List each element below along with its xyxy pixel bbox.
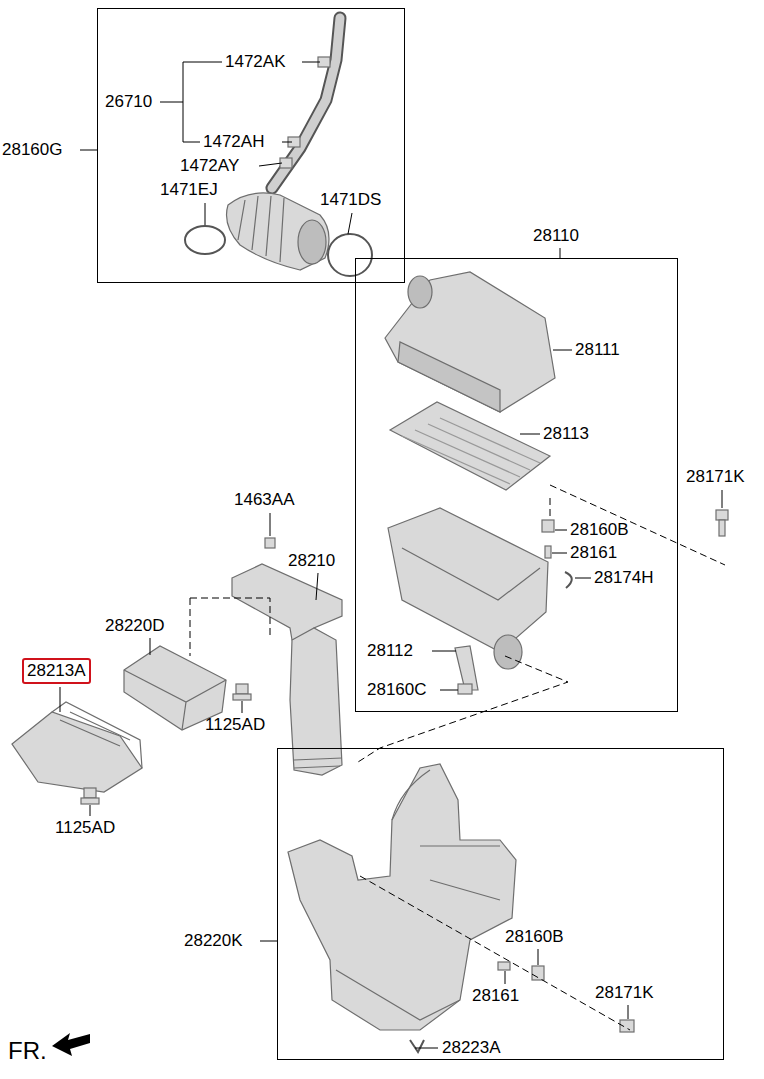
callout-number: 28160C [367, 679, 427, 701]
callout-number: 26710 [105, 91, 152, 113]
callout-number: 1125AD [205, 714, 265, 736]
group-number: 28220K [184, 930, 243, 952]
callout-number: 28210 [288, 550, 335, 572]
callout-number: 28111 [575, 339, 620, 361]
callout-number: 1471DS [320, 189, 381, 211]
group-frame: 28220K [277, 748, 724, 1060]
direction-label: FR. [8, 1036, 47, 1066]
highlight-box: 28213A [22, 658, 91, 684]
callout-number: 28160B [570, 519, 629, 541]
callout-number: 28113 [543, 423, 589, 445]
callout-number: 28161 [472, 985, 519, 1007]
callout-number: 28220D [105, 615, 165, 637]
callout-number: 28160B [505, 926, 564, 948]
callout-number: 28223A [442, 1037, 501, 1059]
callout-number: 1472AY [180, 155, 239, 177]
callout-number: 1472AH [203, 131, 264, 153]
callout-number: 28174H [594, 567, 654, 589]
callout-number: 28161 [570, 542, 617, 564]
callout-number: 28171K [686, 466, 745, 488]
callout-number: 28171K [595, 982, 654, 1004]
callout-number: 1471EJ [160, 179, 218, 201]
callout-number: 1472AK [225, 51, 286, 73]
callout-number: 1463AA [234, 489, 295, 511]
callout-number: 1125AD [55, 817, 115, 839]
group-number: 28160G [2, 139, 63, 161]
callout-number: 28112 [367, 640, 413, 662]
callout-number: 28213A [27, 660, 86, 682]
group-number: 28110 [533, 225, 579, 247]
